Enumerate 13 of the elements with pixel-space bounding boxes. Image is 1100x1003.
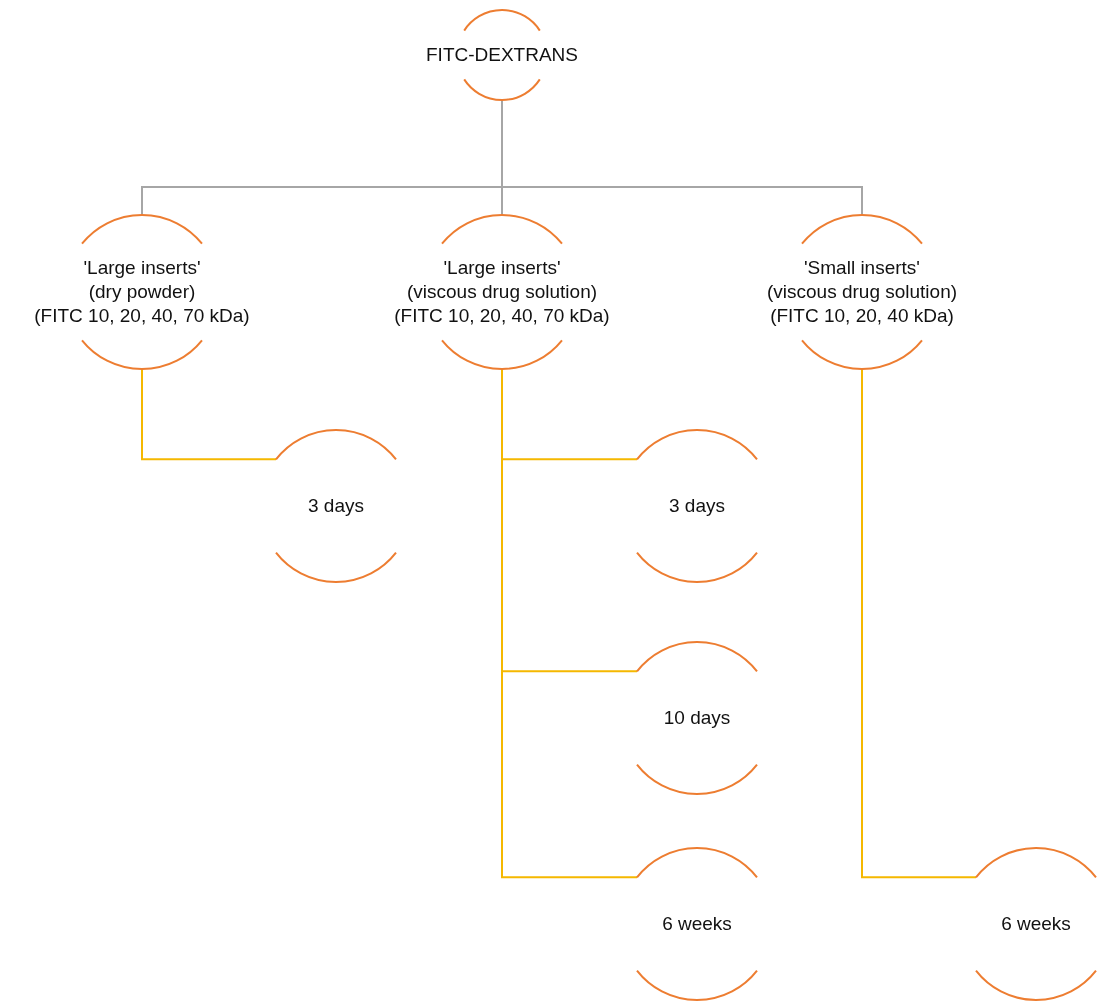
node-label: 3 days: [668, 494, 726, 518]
node-label: 3 days: [307, 494, 365, 518]
node-label: 10 days: [662, 706, 732, 730]
node-label: 6 weeks: [1000, 912, 1072, 936]
node-label: 'Small inserts' (viscous drug solution) (FITC 10, 20, 40 kDa): [765, 256, 959, 328]
node-label: 'Large inserts' (viscous drug solution) (FITC 10, 20, 40, 70 kDa): [393, 256, 611, 328]
connector-line: [501, 368, 638, 879]
node-label: 'Large inserts' (dry powder) (FITC 10, 20, 40, 70 kDa): [33, 256, 251, 328]
connector-line: [501, 99, 863, 216]
connector-line: [141, 368, 277, 461]
node-label: FITC-DEXTRANS: [425, 43, 579, 67]
connector-line: [861, 368, 977, 879]
node-label: 6 weeks: [661, 912, 733, 936]
